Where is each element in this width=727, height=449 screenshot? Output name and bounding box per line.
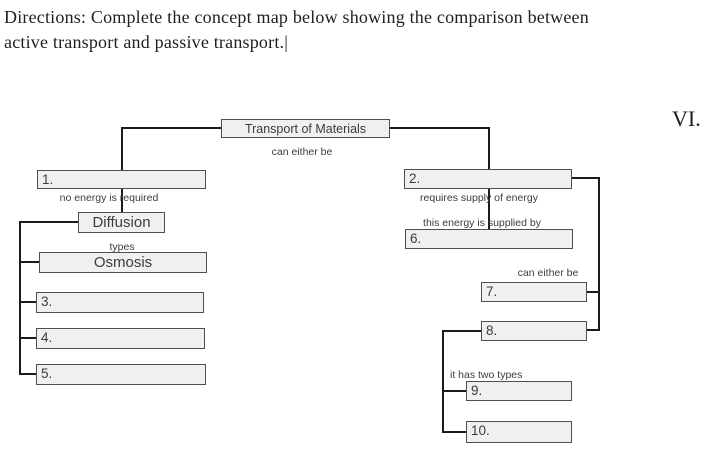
- connector-blank2-blank6-v: [488, 188, 490, 230]
- connector-blank5-stub: [19, 373, 37, 375]
- label-types: types: [109, 241, 135, 253]
- connector-right-bracket-v: [598, 177, 600, 331]
- connector-blank3-stub: [19, 301, 37, 303]
- connector-types-bracket-v: [442, 330, 444, 433]
- blank-box-5[interactable]: 5.: [36, 364, 206, 385]
- connector-blank1-diffusion-v: [121, 188, 123, 213]
- term-box-osmosis: Osmosis: [39, 252, 207, 273]
- connector-diffusion-stub: [19, 221, 79, 223]
- connector-blank4-stub: [19, 337, 37, 339]
- label-can-either-be-right: can either be: [517, 267, 579, 279]
- label-energy-supplied-by: this energy is supplied by: [423, 217, 541, 229]
- directions-text: Directions: Complete the concept map bel…: [4, 5, 719, 55]
- connector-osmosis-stub: [19, 261, 40, 263]
- root-box-transport-of-materials: Transport of Materials: [221, 119, 390, 138]
- connector-root-left-h: [122, 127, 221, 129]
- label-requires-energy: requires supply of energy: [420, 192, 538, 204]
- blank-box-1[interactable]: 1.: [37, 170, 206, 189]
- connector-blank8-left-h: [442, 330, 482, 332]
- connector-blank2-right-h: [571, 177, 600, 179]
- blank-box-10[interactable]: 10.: [466, 421, 572, 443]
- connector-blank8-right-stub: [586, 329, 600, 331]
- connector-root-right-v: [488, 127, 490, 170]
- connector-root-left-v: [121, 127, 123, 171]
- term-box-diffusion: Diffusion: [78, 212, 165, 233]
- connector-blank9-stub: [442, 390, 467, 392]
- section-label: VI.: [672, 106, 701, 131]
- connector-blank7-stub: [586, 291, 600, 293]
- label-it-has-two-types: it has two types: [450, 369, 523, 381]
- connector-root-right-h: [390, 127, 489, 129]
- blank-box-6[interactable]: 6.: [405, 229, 573, 249]
- blank-box-9[interactable]: 9.: [466, 381, 572, 401]
- directions-line-1: Directions: Complete the concept map bel…: [4, 7, 589, 27]
- label-no-energy-required: no energy is required: [59, 192, 159, 204]
- blank-box-4[interactable]: 4.: [36, 328, 205, 349]
- label-can-either-be-top: can either be: [271, 146, 333, 158]
- text-cursor: |: [284, 32, 289, 52]
- blank-box-8[interactable]: 8.: [481, 321, 587, 341]
- blank-box-7[interactable]: 7.: [481, 282, 587, 302]
- directions-line-2: active transport and passive transport.: [4, 32, 285, 52]
- blank-box-2[interactable]: 2.: [404, 169, 572, 189]
- connector-left-bracket-v: [19, 221, 21, 375]
- connector-blank10-stub: [442, 431, 467, 433]
- blank-box-3[interactable]: 3.: [36, 292, 204, 313]
